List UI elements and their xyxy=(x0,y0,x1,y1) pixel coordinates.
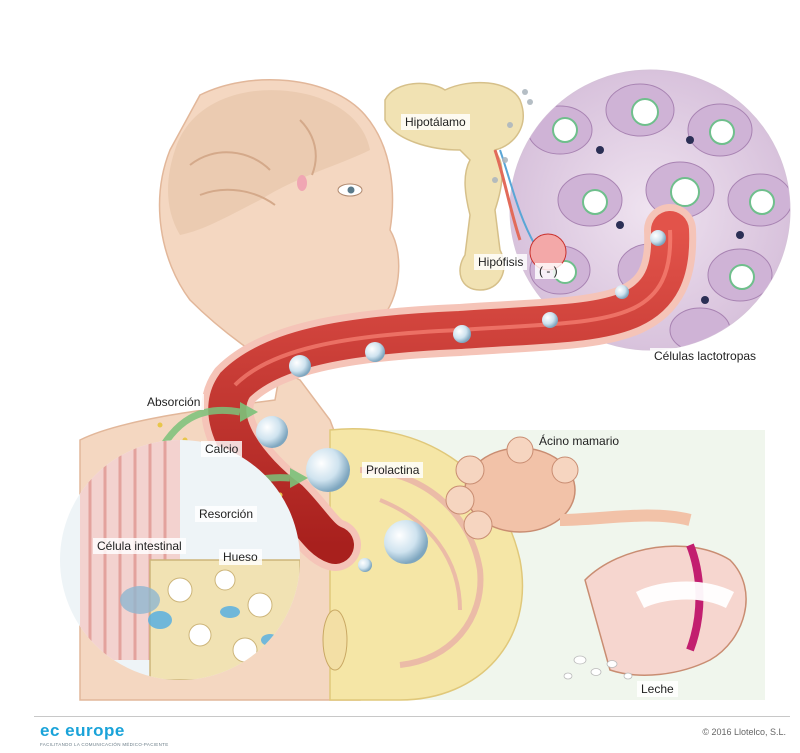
intestine-bone-view xyxy=(60,440,300,680)
pituitary-dot xyxy=(297,175,307,191)
brand-name: ec europe xyxy=(40,721,125,740)
hypothalamus-pituitary xyxy=(384,81,567,291)
label-pituitary: Hipófisis xyxy=(474,254,528,270)
label-mammary-acinus: Ácino mamario xyxy=(539,434,620,448)
label-bone: Hueso xyxy=(219,549,262,565)
label-milk: Leche xyxy=(637,681,678,697)
brand-tagline: FACILITANDO LA COMUNICACIÓN MÉDICO-PACIE… xyxy=(40,742,169,747)
label-intestinal-cell: Célula intestinal xyxy=(93,538,186,554)
label-absorption: Absorción xyxy=(143,394,205,410)
footer-divider xyxy=(34,716,790,717)
prolactin-molecules xyxy=(256,230,666,572)
label-inhibition: ( - ) xyxy=(535,263,562,279)
copyright-text: © 2016 Llotelco, S.L. xyxy=(702,727,786,737)
brand-logo: ec europe FACILITANDO LA COMUNICACIÓN MÉ… xyxy=(40,721,169,747)
lactotroph-cells-view xyxy=(509,69,791,351)
label-resorption: Resorción xyxy=(195,506,258,522)
label-lactotroph-cells: Células lactotropas xyxy=(650,348,761,364)
label-hypothalamus: Hipotálamo xyxy=(401,114,470,130)
label-calcium: Calcio xyxy=(201,441,243,457)
milk-duct xyxy=(563,543,747,680)
label-prolactin: Prolactina xyxy=(362,462,424,478)
brain-shape xyxy=(168,90,370,236)
mammary-acinus xyxy=(445,436,692,540)
